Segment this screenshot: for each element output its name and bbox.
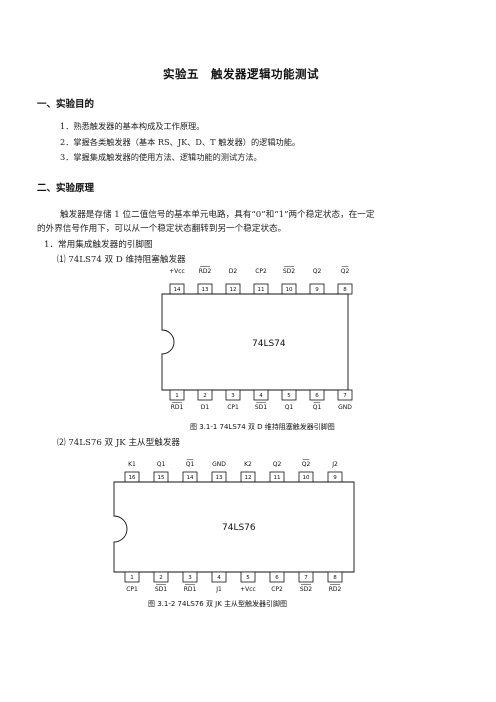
- chip1-top-pin-name: SD2: [283, 268, 295, 275]
- section-heading-objectives: 一、实验目的: [37, 99, 95, 110]
- chip2-top-pin-number: 15: [158, 475, 165, 481]
- chip1-bottom-pin-number: 3: [231, 393, 235, 399]
- chip1-bottom-pin-box: [197, 389, 213, 401]
- objective-item-1: 1．熟悉触发器的基本构成及工作原理。: [60, 121, 205, 131]
- chip2-bottom-pin-box: [298, 571, 314, 583]
- chip1-label: 74LS74: [252, 339, 286, 349]
- chip1-bottom-pin-name: D1: [201, 404, 210, 411]
- chip1-bottom-pin-box: [309, 389, 325, 401]
- section-heading-principle: 二、实验原理: [37, 183, 95, 194]
- chip2-top-pin-name: Q2: [273, 461, 282, 468]
- chip1-caption: 图 3.1-1 74LS74 双 D 维持阻塞触发器引脚图: [190, 422, 335, 431]
- chip2-bottom-pin-name: CP1: [126, 586, 138, 593]
- objective-item-2: 2．掌握各类触发器（基本 RS、JK、D、T 触发器）的逻辑功能。: [60, 137, 301, 147]
- chip1-bottom-pin-box: [225, 389, 241, 401]
- chip2-bottom-pin-name: SD1: [155, 586, 167, 593]
- chip2-bottom-pin-number: 3: [188, 575, 192, 581]
- chip2-top-pin-number: 11: [274, 475, 281, 481]
- chip1-top-pin-number: 9: [315, 287, 319, 293]
- chip2-top-pin-number: 12: [245, 475, 252, 481]
- chip1-top-pin-name: CP2: [255, 268, 267, 275]
- page-title: 实验五 触发器逻辑功能测试: [163, 67, 319, 81]
- objective-item-3: 3．掌握集成触发器的使用方法、逻辑功能的测试方法。: [60, 152, 262, 162]
- chip2-caption: 图 3.1-2 74LS76 双 JK 主从型触发器引脚图: [148, 599, 287, 608]
- chip2-top-pin-name: Q1: [157, 461, 166, 468]
- chip2-bottom-pin-name: RD1: [184, 586, 197, 593]
- chip2-bottom-pin-name: CP2: [271, 586, 283, 593]
- chip2-label: 74LS76: [222, 523, 256, 533]
- chip2-top-pin-name: J2: [331, 461, 338, 468]
- chip1-body: [161, 293, 349, 391]
- chip2-bottom-pin-number: 6: [275, 575, 279, 581]
- chip2-top-pin-name: Q1: [186, 461, 195, 468]
- chip1-bottom-pin-box: [169, 389, 185, 401]
- chip2-bottom-pin-box: [269, 571, 285, 583]
- chip2-top-pin-number: 10: [303, 475, 310, 481]
- chip1-bottom-pin-name: Q1: [285, 404, 294, 411]
- chip2-top-pin-number: 13: [216, 475, 223, 481]
- chip1-bottom-pin-name: Q1: [313, 404, 322, 411]
- chip2-top-pin-number: 9: [333, 475, 337, 481]
- chip2-bottom-pin-box: [327, 571, 343, 583]
- chip2-top-pin-name: Q2: [302, 461, 311, 468]
- chip1-top-pin-name: D2: [229, 268, 238, 275]
- chip1-bottom-pin-box: [337, 389, 353, 401]
- chip1-top-pin-number: 10: [286, 287, 293, 293]
- chip2-item-label: ⑵ 74LS76 双 JK 主从型触发器: [57, 438, 181, 448]
- chip1-top-pin-number: 12: [230, 287, 237, 293]
- chip1-top-pin-name: RD2: [199, 268, 212, 275]
- chip2-top-pin-name: GND: [212, 461, 226, 468]
- chip2-top-pin-name: K1: [128, 461, 136, 468]
- chip1-top-pin-number: 13: [202, 287, 209, 293]
- chip2-body: [113, 481, 355, 573]
- chip1-top-pin-name: +Vcc: [169, 268, 185, 275]
- chip2-bottom-pin-number: 5: [246, 575, 250, 581]
- chip1-bottom-pin-name: CP1: [227, 404, 239, 411]
- chip2-bottom-pin-box: [240, 571, 256, 583]
- principle-paragraph-line-2: 的外界信号作用下，可以从一个稳定状态翻转到另一个稳定状态。: [37, 224, 287, 234]
- chip2-bottom-pin-name: SD2: [300, 586, 312, 593]
- chip1-bottom-pin-number: 1: [175, 393, 179, 399]
- chip1-bottom-pin-box: [281, 389, 297, 401]
- chip1-bottom-pin-number: 5: [287, 393, 291, 399]
- chip1-bottom-pin-number: 2: [203, 393, 207, 399]
- chip2-bottom-pin-name: +Vcc: [240, 586, 256, 593]
- chip2-bottom-pin-number: 4: [217, 575, 221, 581]
- chip2-top-pin-name: K2: [244, 461, 252, 468]
- chip1-bottom-pin-name: GND: [338, 404, 352, 411]
- chip1-bottom-pin-number: 6: [315, 393, 319, 399]
- chip2-bottom-pin-box: [211, 571, 227, 583]
- chip1-bottom-pin-number: 4: [259, 393, 263, 399]
- principle-paragraph-line-1: 触发器是存储 1 位二值信号的基本单元电路，具有“0”和“1”两个稳定状态，在一…: [60, 210, 375, 220]
- chip1-top-pin-name: Q2: [341, 268, 350, 275]
- chip2-top-pin-number: 16: [129, 475, 136, 481]
- chip2-bottom-pin-number: 2: [159, 575, 163, 581]
- chip1-bottom-pin-name: RD1: [171, 404, 184, 411]
- chip1-top-pin-number: 11: [258, 287, 265, 293]
- chip1-bottom-pin-box: [253, 389, 269, 401]
- chip2-top-pin-number: 14: [187, 475, 194, 481]
- chip2-bottom-pin-name: RD2: [329, 586, 342, 593]
- chip1-bottom-pin-name: SD1: [255, 404, 267, 411]
- chip1-top-pin-number: 14: [174, 287, 181, 293]
- chip1-top-pin-name: Q2: [313, 268, 322, 275]
- chip2-bottom-pin-box: [124, 571, 140, 583]
- chip2-bottom-pin-box: [182, 571, 198, 583]
- chip2-bottom-pin-number: 1: [130, 575, 134, 581]
- chip2-bottom-pin-name: J1: [215, 586, 222, 593]
- chip1-bottom-pin-number: 7: [343, 393, 347, 399]
- chip1-item-label: ⑴ 74LS74 双 D 维持阻塞触发器: [57, 255, 186, 265]
- chip1-top-pin-number: 8: [343, 287, 347, 293]
- chip2-bottom-pin-box: [153, 571, 169, 583]
- chip2-bottom-pin-number: 7: [304, 575, 308, 581]
- pinout-subheading: 1．常用集成触发器的引脚图: [44, 240, 153, 250]
- chip2-bottom-pin-number: 8: [333, 575, 337, 581]
